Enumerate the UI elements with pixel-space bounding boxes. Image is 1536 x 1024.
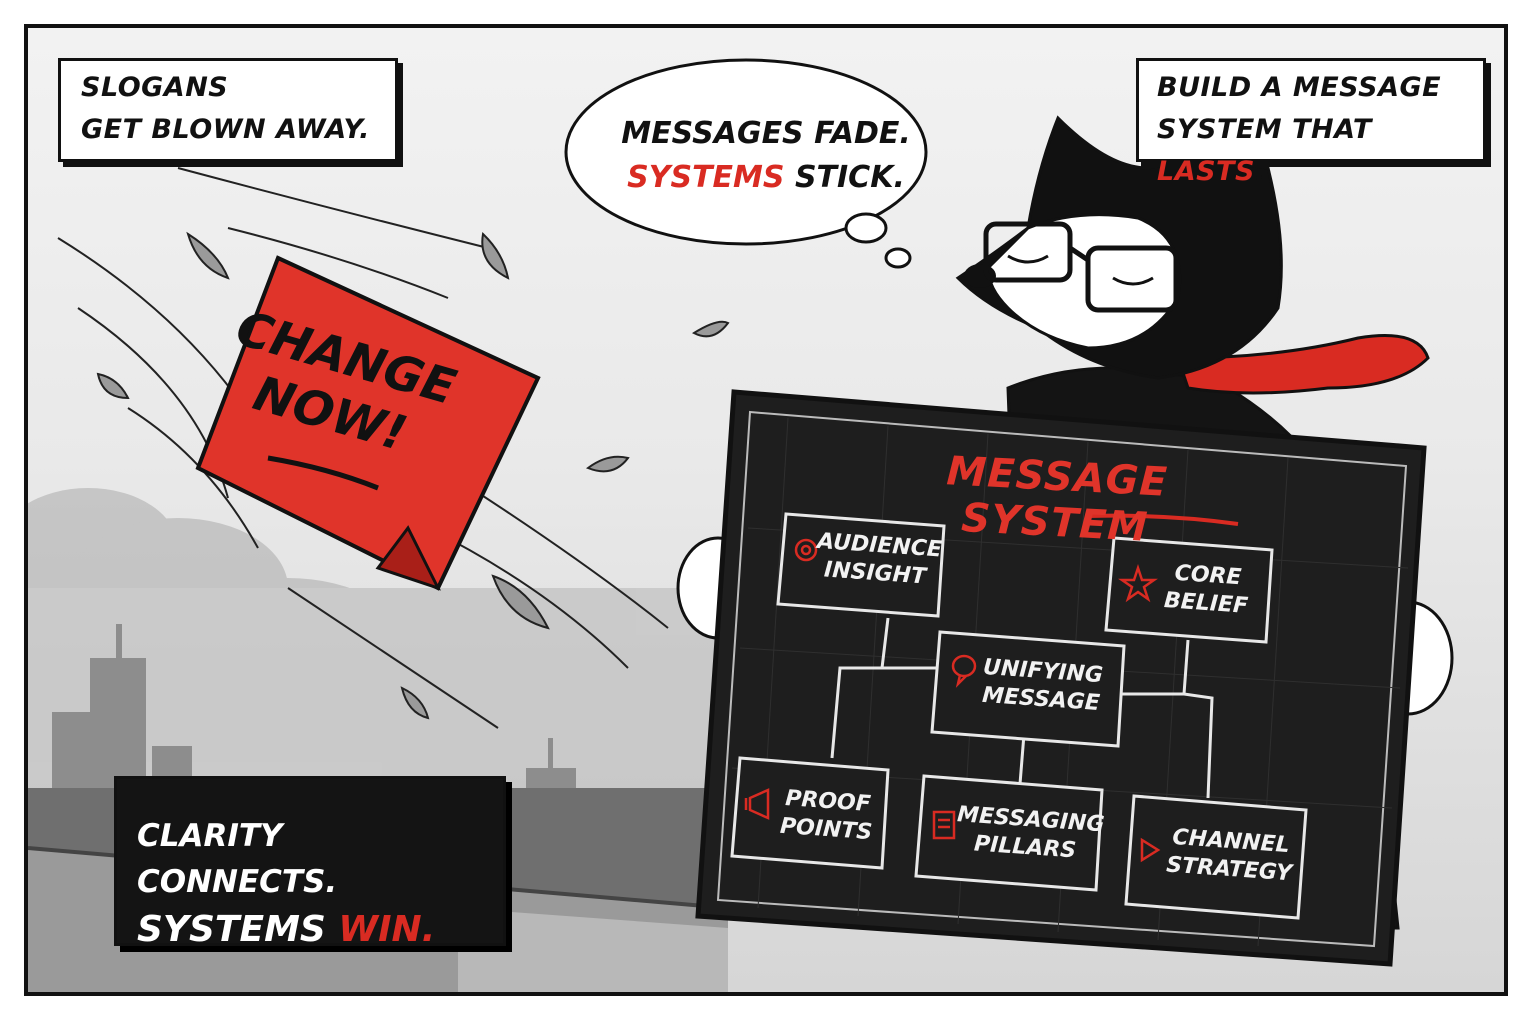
sticky-note [195, 255, 541, 591]
caption-top-right-line2: SYSTEM THAT LASTS. [1157, 109, 1465, 193]
thought-bubble-highlight: SYSTEMS [627, 160, 785, 195]
megaphone-icon [744, 788, 770, 820]
caption-top-left-line1: SLOGANS [81, 72, 229, 103]
caption-top-right-line2-prefix: SYSTEM THAT [1157, 114, 1372, 145]
message-system-board [695, 389, 1427, 967]
node-box-channel-strategy [1124, 794, 1308, 920]
comic-panel: SLOGANS GET BLOWN AWAY. BUILD A MESSAGE … [24, 24, 1508, 996]
caption-top-left: SLOGANS GET BLOWN AWAY. [58, 58, 398, 162]
target-icon [794, 538, 818, 562]
caption-bottom-left-line2-prefix: SYSTEMS [137, 909, 339, 950]
caption-bottom-left-line2: SYSTEMS WIN. [137, 905, 483, 955]
node-messaging-pillars: MESSAGING PILLARS [954, 801, 1105, 867]
star-icon [1118, 564, 1158, 603]
caption-bottom-left-highlight: WIN. [338, 909, 436, 950]
caption-top-right-highlight: LASTS [1157, 156, 1255, 187]
thought-bubble-line1: MESSAGES FADE. [621, 116, 911, 151]
caption-top-right: BUILD A MESSAGE SYSTEM THAT LASTS. [1136, 58, 1486, 187]
thought-bubble-line2: SYSTEMS STICK. [616, 156, 916, 200]
node-channel-strategy: CHANNEL STRATEGY [1160, 823, 1300, 888]
caption-bottom-left: CLARITY CONNECTS. SYSTEMS WIN. [114, 776, 506, 950]
speech-bubble-icon [951, 654, 977, 688]
thought-bubble-line2-suffix: STICK. [784, 160, 905, 195]
node-proof-points: PROOF POINTS [770, 784, 884, 848]
node-box-messaging-pillars [914, 774, 1104, 892]
node-unifying-message: UNIFYING MESSAGE [970, 653, 1114, 719]
node-box-core-belief [1104, 536, 1274, 644]
node-core-belief: CORE BELIEF [1150, 558, 1264, 622]
thought-bubble-text: MESSAGES FADE. SYSTEMS STICK. [616, 112, 916, 200]
caption-top-right-line2-suffix: . [1254, 156, 1266, 187]
caption-bottom-left-line1: CLARITY CONNECTS. [137, 818, 338, 900]
caption-top-left-line2: GET BLOWN AWAY. [81, 114, 370, 145]
play-icon [1140, 837, 1161, 863]
caption-top-right-line1: BUILD A MESSAGE [1157, 72, 1442, 103]
node-box-proof-points [730, 756, 890, 870]
node-box-audience-insight [776, 512, 946, 618]
node-audience-insight: AUDIENCE INSIGHT [814, 528, 942, 592]
node-box-unifying-message [930, 630, 1126, 748]
blowing-leaves [96, 231, 730, 720]
thought-bubble [564, 58, 928, 269]
clipboard-icon [932, 810, 956, 840]
